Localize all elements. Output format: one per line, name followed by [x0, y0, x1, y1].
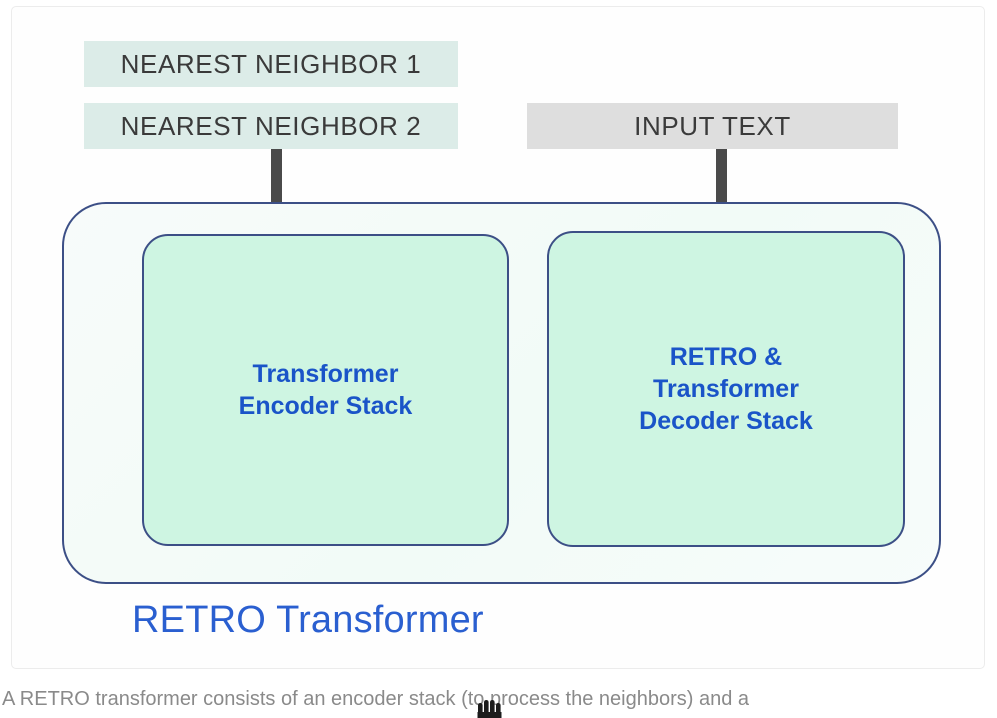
decoder-line-1: RETRO & — [669, 343, 783, 371]
decoder-line-3: Decoder Stack — [639, 407, 813, 435]
label-nearest-neighbor-1: NEAREST NEIGHBOR 1 — [84, 41, 458, 87]
retro-transformer-container: Transformer Encoder Stack RETRO & Transf… — [62, 202, 941, 584]
block-transformer-encoder-stack: Transformer Encoder Stack — [142, 234, 509, 546]
retro-transformer-label: RETRO Transformer — [132, 599, 484, 641]
encoder-line-2: Encoder Stack — [238, 392, 413, 420]
label-input-text: INPUT TEXT — [527, 103, 898, 149]
encoder-line-1: Transformer — [252, 360, 399, 388]
figure-caption: A RETRO transformer consists of an encod… — [2, 688, 750, 710]
label-nearest-neighbor-2: NEAREST NEIGHBOR 2 — [84, 103, 458, 149]
block-retro-transformer-decoder-stack: RETRO & Transformer Decoder Stack — [547, 231, 905, 547]
decoder-line-2: Transformer — [653, 375, 799, 403]
figure-card: NEAREST NEIGHBOR 1 NEAREST NEIGHBOR 2 IN… — [11, 6, 985, 669]
